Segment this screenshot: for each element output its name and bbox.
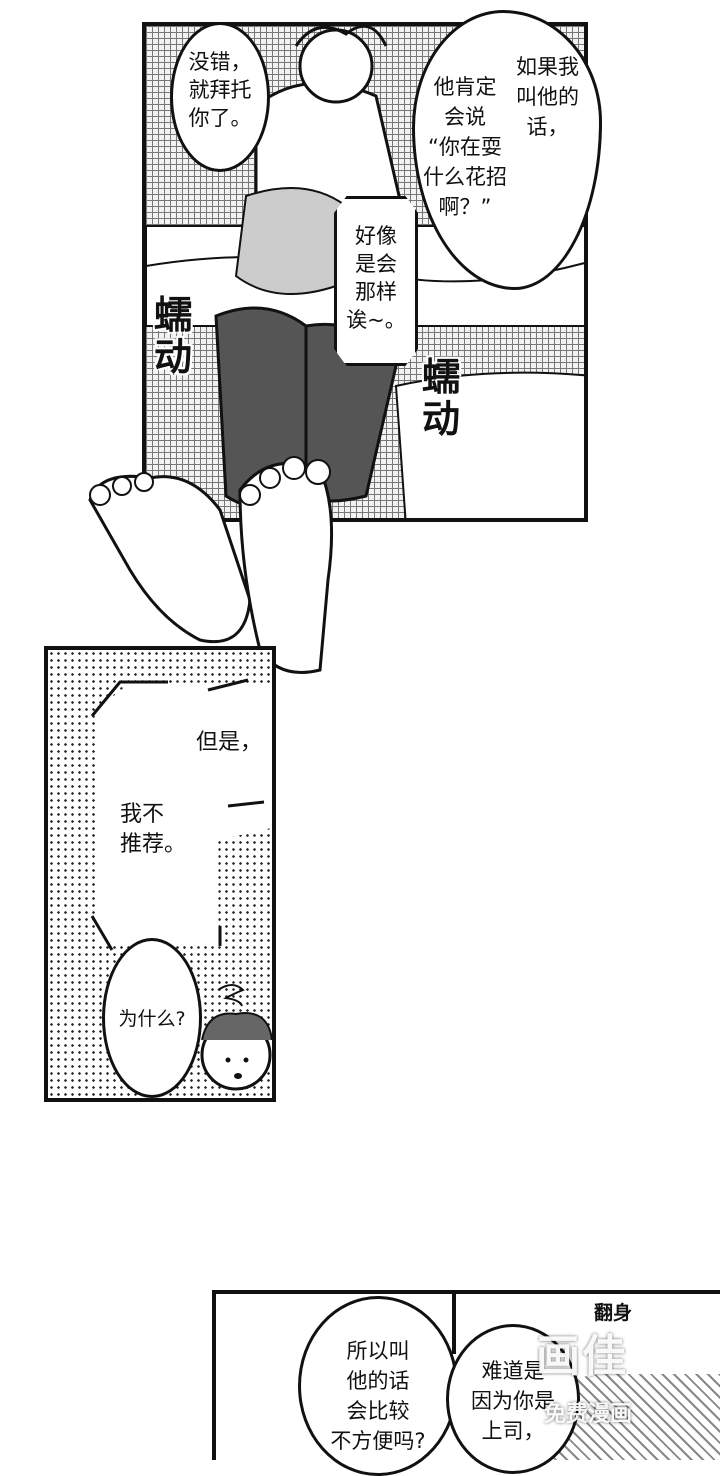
sfx-wriggle-right: 蠕 动 — [422, 355, 461, 441]
speech-text-right-b: 他肯定 会说 “你在耍 什么花招 啊？” — [423, 75, 507, 219]
panel-3-line — [452, 1294, 456, 1354]
speech-text-left-p3: 所以叫 他的话 会比较 不方便吗? — [330, 1339, 426, 1453]
narration-frame — [90, 678, 265, 951]
sfx-wriggle-left: 蠕 动 — [154, 293, 193, 379]
watermark-logo: 画佳 — [536, 1331, 628, 1382]
speech-bubble-right — [412, 10, 602, 290]
speech-text-right-p3: 难道是 因为你是 上司， — [471, 1359, 555, 1443]
feet-illustration — [88, 456, 334, 674]
narration-text-but: 但是， — [196, 730, 263, 755]
character-small — [200, 984, 272, 1091]
speech-text-right-a: 如果我 叫他的 话， — [516, 55, 579, 139]
speech-bubble-left — [170, 22, 270, 172]
watermark-caption: 免费漫画 — [544, 1402, 633, 1427]
speech-text-left: 没错， 就拜托 你了。 — [188, 50, 252, 130]
sfx-roll-over: 翻身 — [594, 1302, 633, 1324]
thought-box-center — [334, 196, 418, 366]
speech-bubble-why — [102, 938, 202, 1098]
speech-text-why: 为什么? — [118, 1008, 186, 1030]
narration-text-not-recommend: 我不 推荐。 — [120, 802, 187, 857]
thought-text-center: 好像 是会 那样 诶~。 — [346, 224, 406, 332]
